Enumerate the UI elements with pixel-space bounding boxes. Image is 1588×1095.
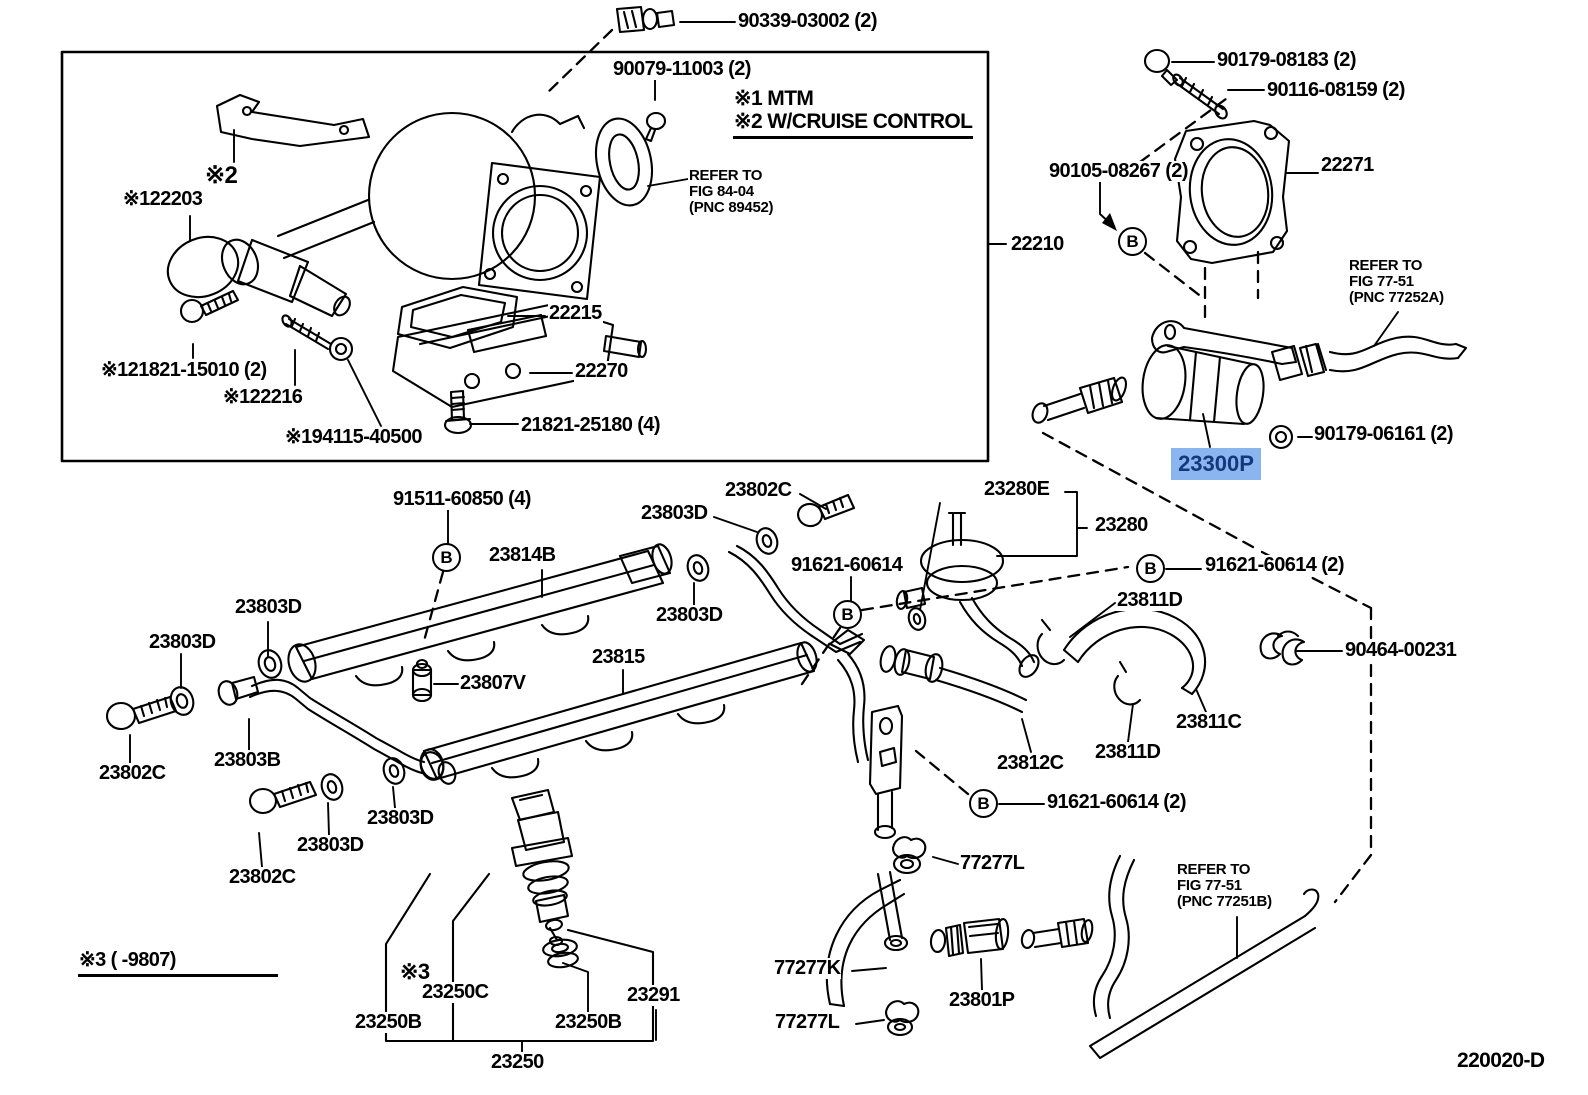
note-label: ※3 ( -9807) — [78, 950, 278, 977]
part-label[interactable]: 77277L — [774, 1011, 841, 1033]
note-label: ※1 MTM — [733, 87, 815, 111]
part-label[interactable]: 23802C — [98, 762, 167, 784]
part-label[interactable]: 77277L — [959, 852, 1026, 874]
refer-note: REFER TO FIG 77-51 (PNC 77251B) — [1176, 861, 1273, 910]
pressure-regulator-hose-drawings — [895, 511, 1306, 706]
part-label[interactable]: 23280 — [1094, 514, 1149, 536]
leader-lines — [129, 21, 1399, 1054]
part-label[interactable]: 90179-06161 (2) — [1313, 423, 1454, 445]
part-label[interactable]: 23803D — [655, 604, 724, 626]
part-label[interactable]: 90339-03002 (2) — [737, 10, 878, 32]
part-label[interactable]: 23803D — [296, 834, 365, 856]
fuel-damper-23300-drawing — [1031, 320, 1468, 426]
part-label[interactable]: 90116-08159 (2) — [1266, 79, 1406, 101]
note-label: ※2 W/CRUISE CONTROL — [733, 110, 974, 140]
part-label[interactable]: 91621-60614 (2) — [1204, 554, 1345, 576]
part-label[interactable]: 90179-08183 (2) — [1216, 49, 1357, 71]
part-label[interactable]: 91621-60614 (2) — [1046, 791, 1187, 813]
fuel-rail-drawings — [287, 543, 818, 781]
part-label[interactable]: 90079-11003 (2) — [612, 58, 752, 80]
throttle-body-drawing — [166, 5, 676, 435]
part-label[interactable]: 23811C — [1175, 711, 1243, 733]
part-label[interactable]: 23812C — [996, 752, 1065, 774]
part-label[interactable]: 22270 — [574, 360, 629, 382]
part-label[interactable]: 23814B — [488, 544, 557, 566]
part-label[interactable]: ※121821-15010 (2) — [100, 359, 268, 381]
b-hardware-marker: B — [833, 600, 862, 629]
part-label[interactable]: 23807V — [459, 672, 527, 694]
part-label[interactable]: 23801P — [948, 989, 1016, 1011]
note-label: ※3 — [399, 959, 431, 984]
part-label[interactable]: 23803D — [640, 502, 709, 524]
part-label[interactable]: 91621-60614 — [790, 554, 904, 576]
part-label[interactable]: ※194115-40500 — [284, 426, 423, 448]
part-label[interactable]: 23815 — [591, 646, 646, 668]
b-hardware-marker: B — [969, 789, 998, 818]
part-label[interactable]: 22210 — [1010, 233, 1065, 255]
part-label[interactable]: 23250C — [421, 981, 490, 1003]
part-label[interactable]: 23803B — [213, 749, 282, 771]
part-label[interactable]: 23811D — [1116, 589, 1184, 611]
part-label[interactable]: 23280E — [983, 478, 1051, 500]
part-label[interactable]: 90464-00231 — [1344, 639, 1458, 661]
b-hardware-marker: B — [1118, 227, 1147, 256]
inset-box-outline — [60, 50, 990, 463]
b-hardware-marker: B — [432, 543, 461, 572]
part-label[interactable]: 23802C — [228, 866, 297, 888]
part-label[interactable]: 91511-60850 (4) — [392, 488, 532, 510]
b-hardware-marker: B — [1136, 554, 1165, 583]
note-label: ※2 — [204, 162, 239, 189]
part-label[interactable]: ※122203 — [122, 188, 204, 210]
injector-23250-drawing — [384, 788, 655, 1043]
part-label[interactable]: 23250B — [554, 1011, 623, 1033]
part-label[interactable]: 23811D — [1094, 741, 1162, 763]
part-label[interactable]: 23250B — [354, 1011, 423, 1033]
gasket-22271-drawing — [1143, 48, 1294, 450]
part-label[interactable]: 21821-25180 (4) — [520, 414, 661, 436]
part-label[interactable]: 77277K — [773, 957, 842, 979]
fuel-pipe-hose-drawings — [825, 704, 1320, 1060]
part-label[interactable]: 23803D — [148, 631, 217, 653]
part-label[interactable]: 23802C — [724, 479, 793, 501]
part-label[interactable]: 90105-08267 (2) — [1048, 160, 1189, 182]
selected-part-label[interactable]: 23300P — [1171, 448, 1261, 480]
figure-code: 220020-D — [1456, 1049, 1546, 1073]
part-label[interactable]: 23803D — [234, 596, 303, 618]
part-label[interactable]: 23250 — [490, 1051, 545, 1073]
part-label[interactable]: 23803D — [366, 807, 435, 829]
part-label[interactable]: ※122216 — [222, 386, 304, 408]
part-label[interactable]: 22215 — [548, 302, 603, 324]
dashed-lines — [422, 28, 1373, 904]
part-label[interactable]: 22271 — [1320, 154, 1375, 176]
part-label[interactable]: 23291 — [626, 984, 681, 1006]
refer-note: REFER TO FIG 84-04 (PNC 89452) — [688, 167, 775, 216]
refer-note: REFER TO FIG 77-51 (PNC 77252A) — [1348, 257, 1445, 306]
